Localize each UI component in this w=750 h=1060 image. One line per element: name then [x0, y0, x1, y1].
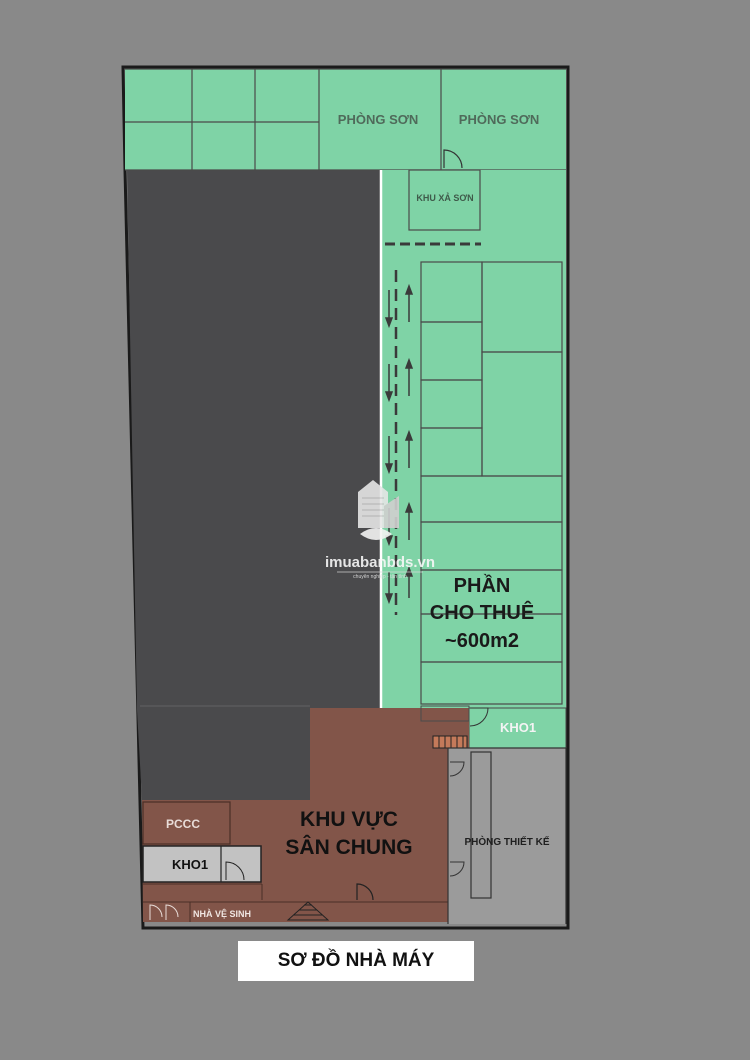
handshake-icon: [360, 528, 392, 540]
rental-label-line3: ~600m2: [445, 630, 519, 652]
design-room: [448, 748, 566, 924]
paint-room-2-label: PHÒNG SƠN: [459, 112, 539, 127]
paint-wash-area: [408, 169, 481, 231]
rental-grid: [420, 261, 563, 705]
storage-left: [142, 845, 262, 883]
door-swing: [443, 149, 463, 169]
fire-room-label: PCCC: [166, 817, 200, 831]
stairs: [432, 735, 468, 749]
watermark-brand: imuabanbds.vn: [325, 554, 435, 571]
entry-ramp: [286, 901, 330, 921]
door-swing-right: [469, 707, 489, 727]
storage-right-label: KHO1: [500, 720, 536, 735]
dark-block: [127, 170, 381, 800]
diagram-title: SƠ ĐỒ NHÀ MÁY: [277, 950, 435, 971]
paint-wash-label: KHU XẢ SƠN: [416, 192, 473, 203]
fire-room: [142, 801, 231, 845]
watermark-tagline: chuyên nghiệp - tận tình: [353, 574, 407, 580]
rental-label-line1: PHẦN: [454, 574, 511, 597]
top-green-strip: [125, 69, 566, 170]
common-yard-label-line2: SÂN CHUNG: [285, 835, 412, 859]
rental-label-line2: CHO THUÊ: [430, 600, 534, 624]
restroom-label: NHÀ VỆ SINH: [193, 908, 251, 919]
common-yard-label-line1: KHU VỰC: [300, 808, 398, 831]
watermark-logo: imuabanbds.vn chuyên nghiệp - tận tình: [325, 480, 435, 580]
paint-room-1-label: PHÒNG SƠN: [338, 112, 418, 127]
storage-left-label: KHO1: [172, 857, 208, 872]
diagram-title-box: SƠ ĐỒ NHÀ MÁY: [238, 941, 474, 981]
design-room-label: PHÒNG THIẾT KẾ: [464, 835, 549, 848]
